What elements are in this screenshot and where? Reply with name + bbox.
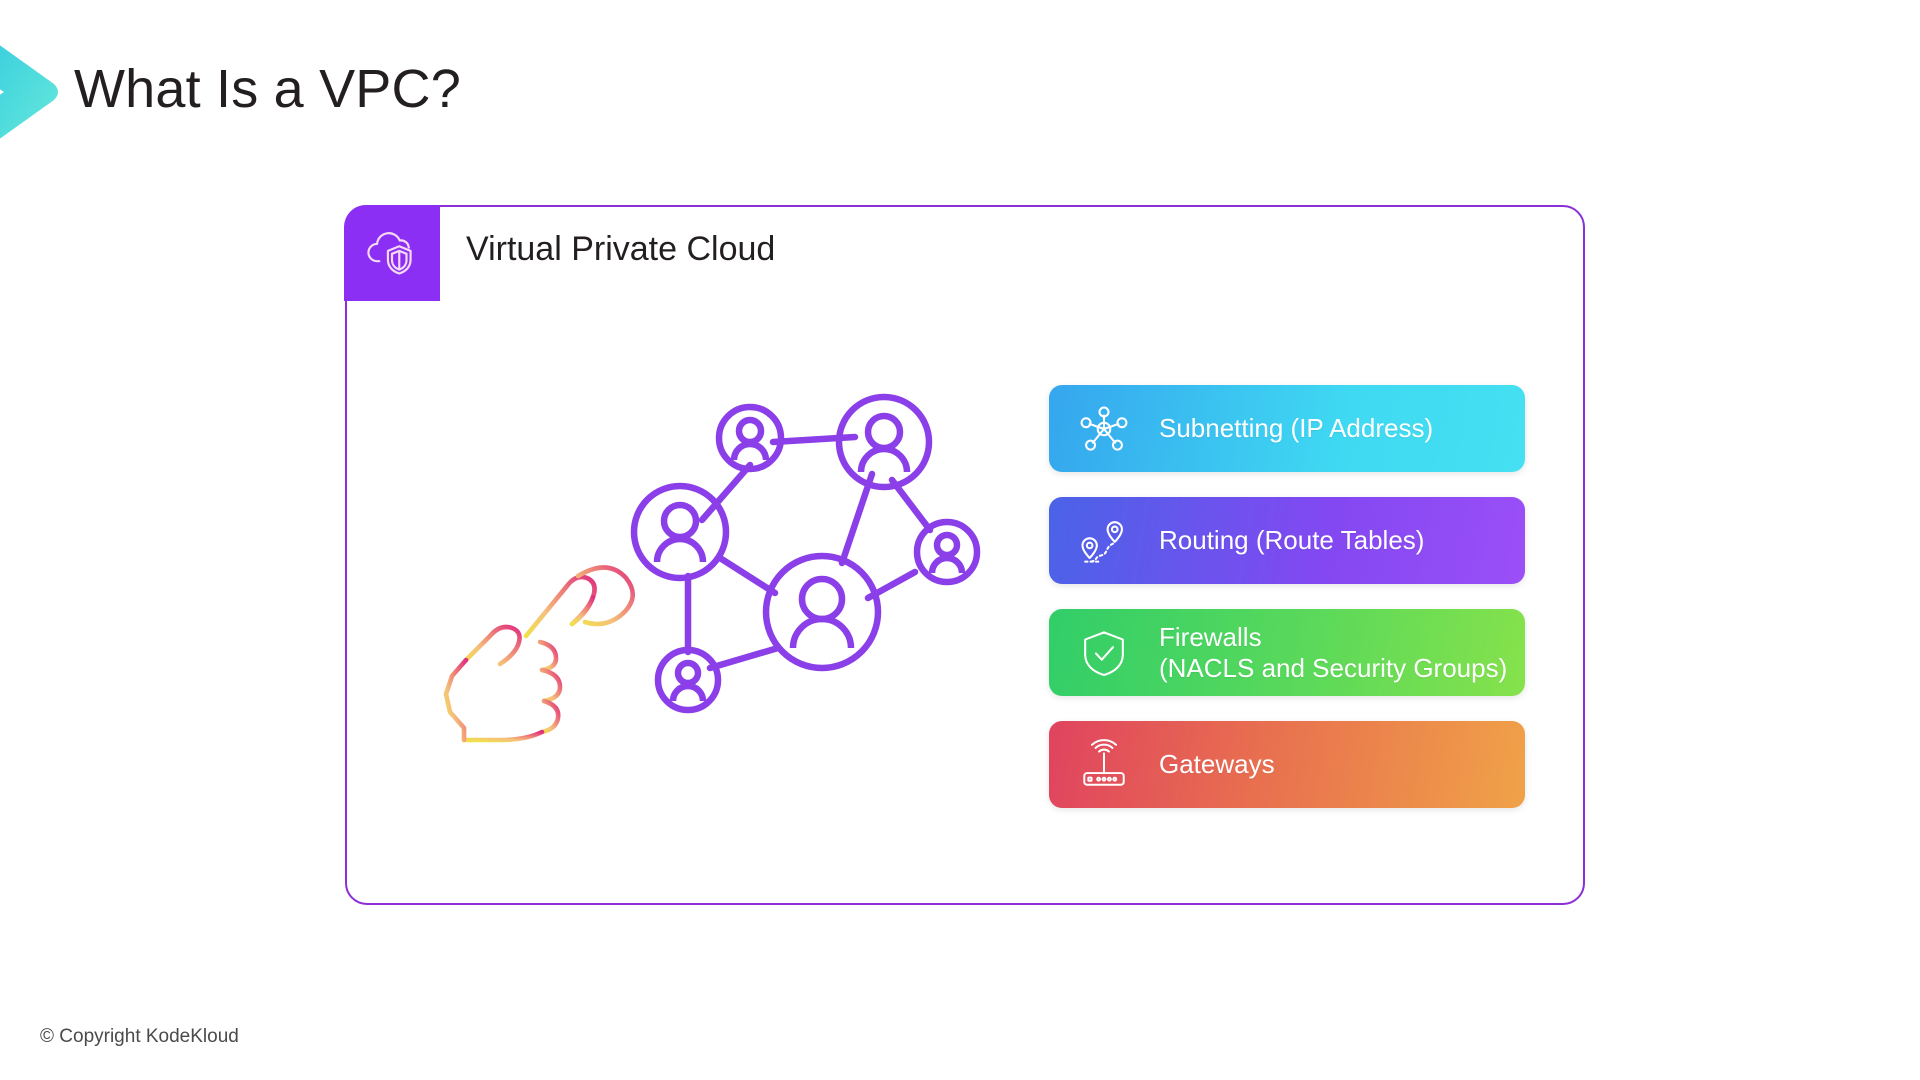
network-hub-icon xyxy=(1075,400,1133,458)
router-antenna-icon xyxy=(1075,736,1133,794)
pointing-hand-icon xyxy=(430,550,660,750)
copyright-footer: © Copyright KodeKloud xyxy=(40,1026,239,1047)
feature-pill-label: Routing (Route Tables) xyxy=(1159,525,1425,556)
feature-pill-routing[interactable]: Routing (Route Tables) xyxy=(1049,497,1525,584)
cloud-shield-icon xyxy=(344,205,440,301)
page-title: What Is a VPC? xyxy=(74,59,461,119)
feature-pill-subnetting[interactable]: Subnetting (IP Address) xyxy=(1049,385,1525,472)
route-map-pin-icon xyxy=(1075,512,1133,570)
card-title: Virtual Private Cloud xyxy=(466,230,776,268)
chevron-decoration-icon xyxy=(0,18,62,166)
illustration-group xyxy=(430,380,1000,780)
feature-pill-label: Gateways xyxy=(1159,749,1275,780)
feature-pill-gateways[interactable]: Gateways xyxy=(1049,721,1525,808)
feature-pill-list: Subnetting (IP Address) Routing (Route T… xyxy=(1049,385,1525,808)
feature-pill-firewalls[interactable]: Firewalls (NACLS and Security Groups) xyxy=(1049,609,1525,696)
feature-pill-label: Subnetting (IP Address) xyxy=(1159,413,1434,444)
user-network-graph-icon xyxy=(610,380,1000,740)
feature-pill-label: Firewalls (NACLS and Security Groups) xyxy=(1159,622,1508,683)
shield-check-icon xyxy=(1075,624,1133,682)
